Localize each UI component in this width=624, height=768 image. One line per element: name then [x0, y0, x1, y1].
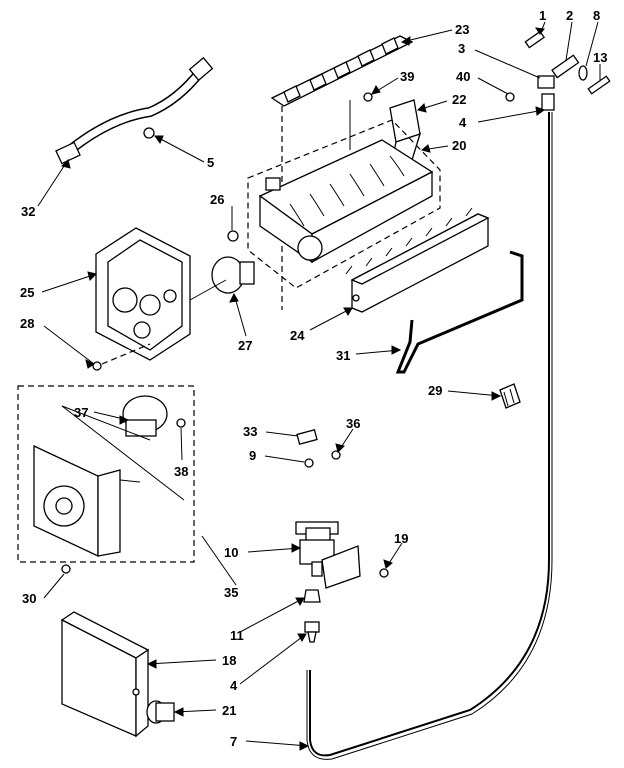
fill-tube-outline: [306, 112, 553, 760]
callout-28: 28: [20, 316, 34, 331]
callout-7: 7: [230, 734, 237, 749]
callout-33: 33: [243, 424, 257, 439]
arrowheads: [61, 27, 546, 751]
callout-38: 38: [174, 464, 188, 479]
part-33-bracket: [296, 429, 318, 445]
callout-3: 3: [458, 41, 465, 56]
guide-module: [61, 405, 185, 501]
module-dashed-group: [17, 385, 195, 563]
callout-11: 11: [230, 628, 244, 643]
callout-32: 32: [21, 204, 35, 219]
part-4-fitting-top: [541, 93, 555, 111]
part-25-housing: [95, 227, 191, 361]
callout-27: 27: [238, 338, 252, 353]
callout-31: 31: [336, 348, 350, 363]
callout-labels: 1 2 8 3 13 40 4 23 39 22 20 5 32 26 25 2…: [20, 8, 607, 749]
callout-24: 24: [290, 328, 305, 343]
part-7-fill-tube: [309, 112, 550, 757]
part-38-screw: [176, 418, 186, 428]
callout-29: 29: [428, 383, 442, 398]
part-8-washer: [578, 65, 588, 81]
part-39-screw: [363, 92, 373, 102]
part-19-screw: [379, 568, 389, 578]
module-housing: [33, 444, 141, 558]
callout-36: 36: [346, 416, 360, 431]
part-18-front-cover: [60, 611, 150, 738]
part-36-screw: [331, 450, 341, 460]
part-31-shutoff-arm: [395, 250, 524, 374]
part-9-screw: [304, 458, 314, 468]
part-21-knob: [146, 700, 175, 724]
callout-25: 25: [20, 285, 34, 300]
callout-18: 18: [222, 653, 236, 668]
ice-maker-dashed-group: [247, 119, 441, 289]
part-40-screw: [505, 92, 515, 102]
guide-37: [61, 405, 151, 441]
callout-4-bottom: 4: [230, 678, 238, 693]
part-20-ice-mold: [258, 139, 434, 264]
part-10-water-valve: [295, 521, 361, 589]
callout-20: 20: [452, 138, 466, 153]
part-30-screw: [61, 564, 71, 574]
part-3-bracket: [537, 75, 555, 89]
callout-30: 30: [22, 591, 36, 606]
callout-23: 23: [455, 22, 469, 37]
part-24-stripper: [345, 207, 490, 313]
callout-5: 5: [207, 155, 214, 170]
callout-4-top: 4: [459, 115, 467, 130]
part-4-fitting-bottom: [304, 621, 320, 643]
callout-39: 39: [400, 69, 414, 84]
part-5-clip: [143, 127, 155, 139]
part-1-screw: [524, 30, 545, 49]
part-32-wire-harness: [55, 56, 214, 165]
part-13-nut: [587, 75, 611, 95]
part-28-screw: [92, 361, 102, 371]
callout-22: 22: [452, 92, 466, 107]
part-27-thermostat: [211, 256, 255, 294]
part-23-ejector-rail: [270, 35, 414, 107]
part-37-motor: [122, 395, 168, 437]
fill-fitting-assembly: [505, 30, 611, 111]
callout-1: 1: [539, 8, 546, 23]
part-26-clip: [227, 230, 239, 242]
callout-9: 9: [249, 448, 256, 463]
callout-2: 2: [566, 8, 573, 23]
callout-13: 13: [593, 50, 607, 65]
callout-40: 40: [456, 69, 470, 84]
part-11-nut: [303, 589, 321, 603]
part-2-sleeve: [551, 54, 580, 79]
guide-25-27: [189, 279, 227, 301]
callout-19: 19: [394, 531, 408, 546]
guide-28: [101, 343, 151, 365]
callout-8: 8: [593, 8, 600, 23]
callout-35: 35: [224, 585, 238, 600]
callout-10: 10: [224, 545, 238, 560]
callout-21: 21: [222, 703, 236, 718]
part-29-clip: [499, 383, 521, 409]
callout-26: 26: [210, 192, 224, 207]
callout-37: 37: [74, 405, 88, 420]
leader-lines: [37, 21, 601, 747]
